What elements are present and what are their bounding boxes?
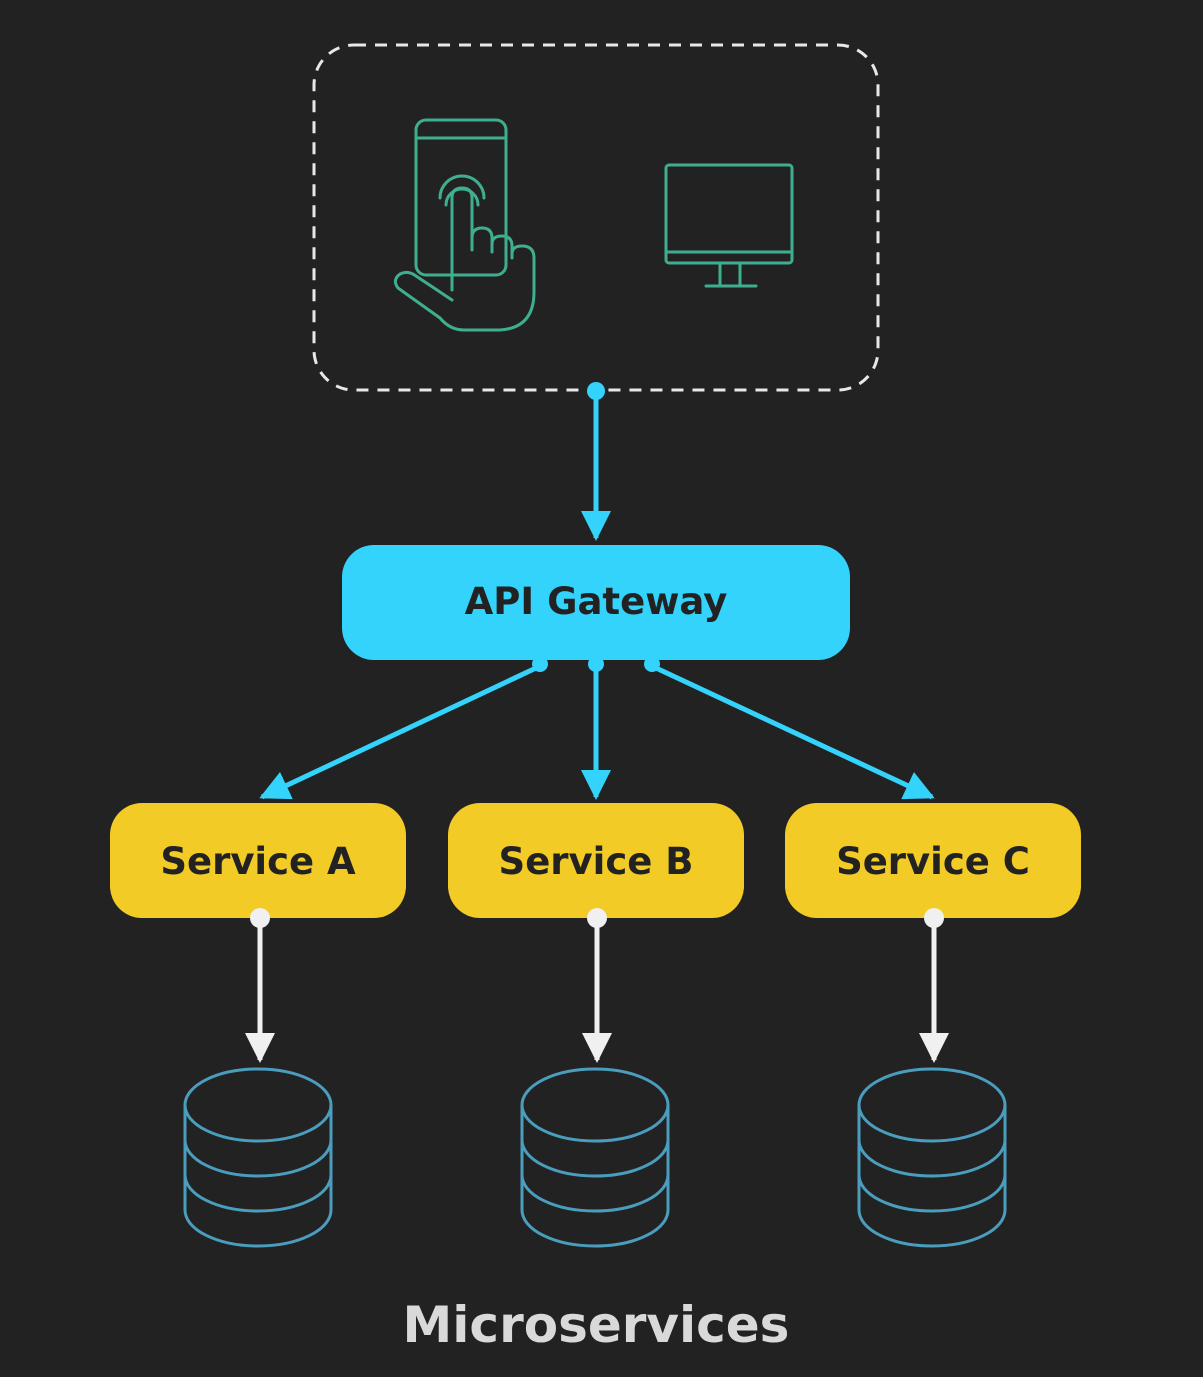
arrow-to-service-c (654, 665, 935, 800)
gateway-to-services-arrows (259, 656, 935, 800)
service-c-node: Service C (785, 803, 1081, 918)
desktop-monitor-icon (664, 163, 794, 288)
service-a-node: Service A (110, 803, 406, 918)
database-icon (183, 1067, 333, 1248)
touch-phone-icon (393, 118, 536, 332)
service-b-label: Service B (499, 840, 694, 883)
database-icon (520, 1067, 670, 1248)
diagram-caption: Microservices (403, 1296, 790, 1354)
arrow-to-service-a (259, 665, 538, 800)
database-icon (857, 1067, 1007, 1248)
service-to-database-arrows (245, 908, 949, 1063)
api-gateway-label: API Gateway (465, 580, 728, 623)
service-b-node: Service B (448, 803, 744, 918)
api-gateway-node: API Gateway (342, 545, 850, 660)
service-a-label: Service A (160, 840, 356, 883)
client-to-gateway-arrow (581, 382, 611, 541)
service-c-label: Service C (836, 840, 1030, 883)
